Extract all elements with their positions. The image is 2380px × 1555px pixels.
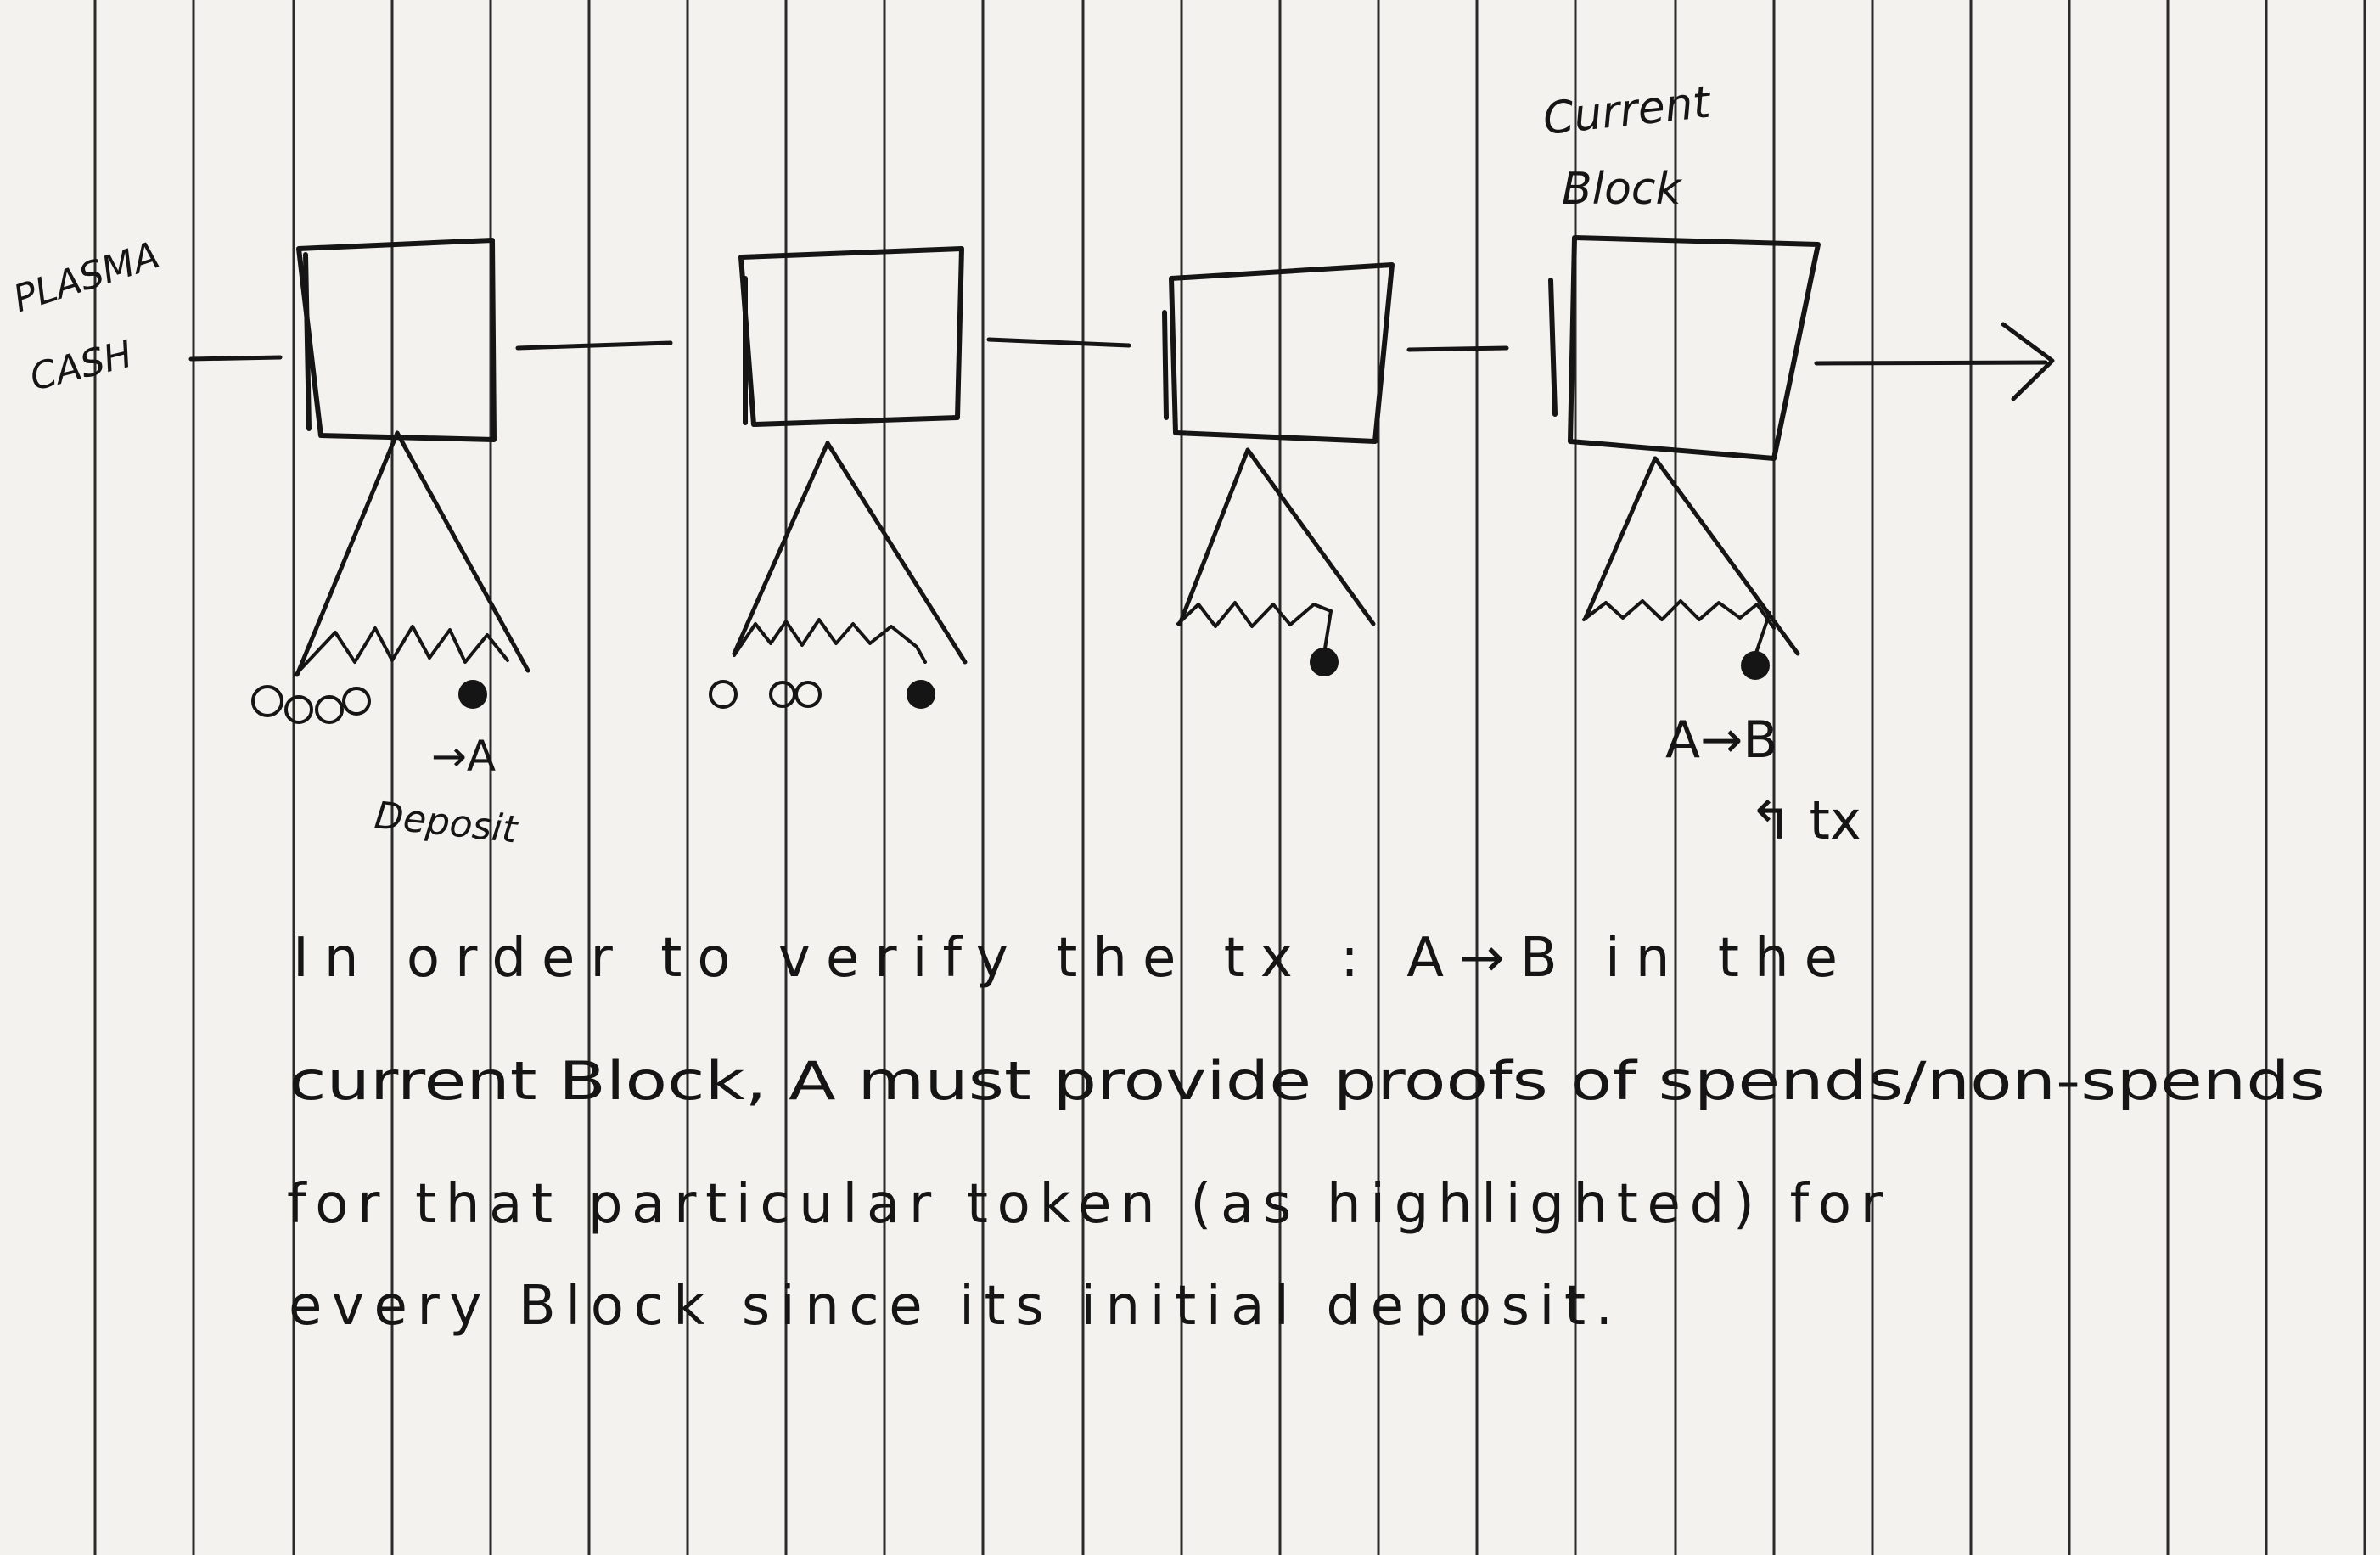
highlighted-token-4 xyxy=(1741,651,1770,680)
highlighted-token-3 xyxy=(1310,648,1339,676)
current-block-label-line2: Block xyxy=(1562,164,1683,215)
chain-label-line2: CASH xyxy=(25,333,137,400)
block-2 xyxy=(738,246,964,427)
tx-transfer-label: A→B xyxy=(1665,710,1777,770)
chain-arrow xyxy=(1814,322,2055,401)
block-4-current xyxy=(1548,235,1821,461)
note-line-3: for that particular token (as highlighte… xyxy=(287,1173,1883,1236)
merkle-tree-2 xyxy=(709,441,968,709)
ruled-lines xyxy=(93,0,2366,1555)
explanation-note: In order to verify the tx : A→B in the c… xyxy=(287,927,2326,1338)
tx-pointer-label: ↰ tx xyxy=(1749,789,1861,851)
note-line-1: In order to verify the tx : A→B in the xyxy=(293,927,1838,990)
block-1 xyxy=(296,238,497,442)
merkle-tree-4 xyxy=(1582,456,1800,680)
deposit-arrow-label: →A xyxy=(431,732,496,781)
chain-label: PLASMA xyxy=(8,233,165,321)
chain-links xyxy=(188,337,1509,362)
highlighted-token-2 xyxy=(907,680,935,709)
current-block-label: Current xyxy=(1541,76,1714,144)
merkle-tree-3 xyxy=(1176,447,1376,676)
note-line-2: current Block, A must provide proofs of … xyxy=(289,1050,2326,1112)
deposit-label: Deposit xyxy=(373,794,520,851)
block-3 xyxy=(1162,262,1395,444)
note-line-4: every Block since its initial deposit. xyxy=(289,1275,1613,1338)
merkle-tree-1 xyxy=(251,430,530,724)
